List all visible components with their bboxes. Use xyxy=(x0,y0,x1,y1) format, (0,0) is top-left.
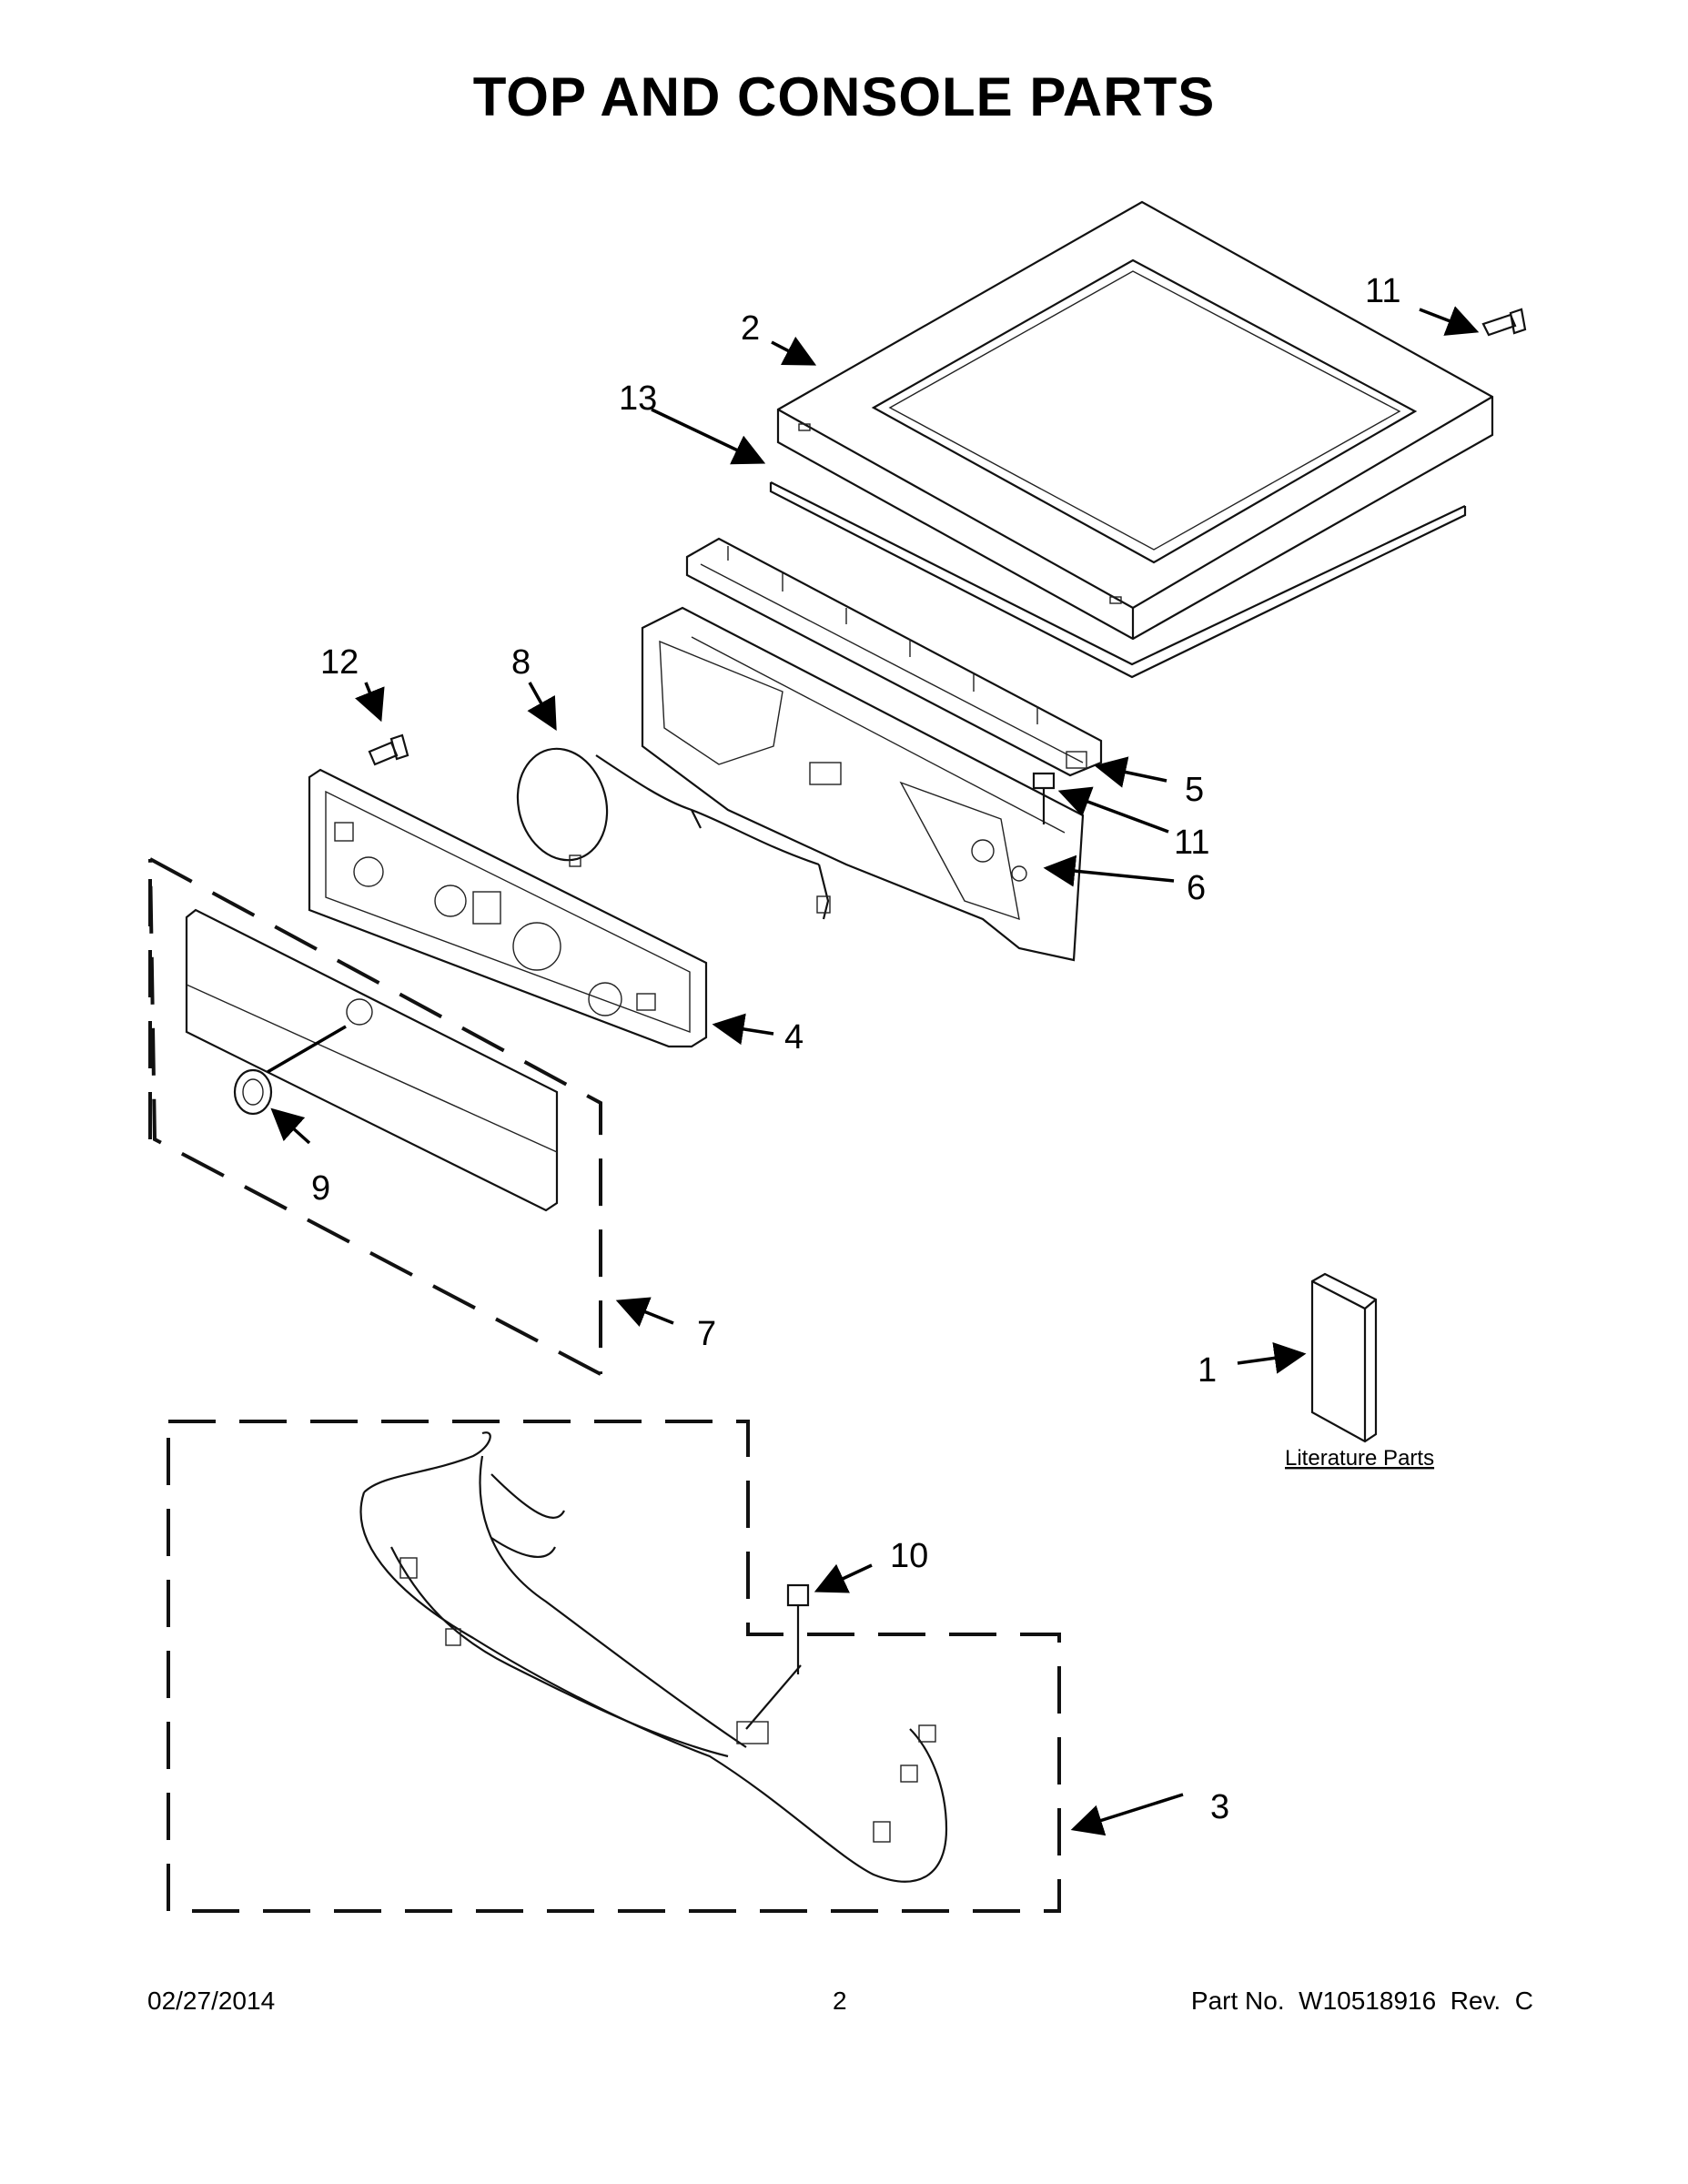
console-overlay-group xyxy=(148,857,602,1376)
callout-13: 13 xyxy=(619,379,657,418)
console-wire-harness xyxy=(516,747,831,920)
console-frame xyxy=(308,768,708,1048)
footer-date: 02/27/2014 xyxy=(147,1987,276,2015)
callout-8: 8 xyxy=(511,643,531,682)
literature-booklet xyxy=(1310,1272,1378,1443)
callout-12: 12 xyxy=(320,643,359,682)
footer-part-number: Part No. W10518916 Rev. C xyxy=(1190,1987,1533,2015)
screw-10 xyxy=(786,1583,810,1674)
leader-arrows xyxy=(267,306,1480,1836)
top-insulation xyxy=(769,481,1467,679)
callout-3: 3 xyxy=(1210,1788,1229,1826)
console-bracket xyxy=(685,537,1103,777)
callout-labels: 2 13 11 5 11 6 4 12 8 9 7 10 3 1 Literat… xyxy=(311,272,1434,1826)
callout-11-top: 11 xyxy=(1365,272,1400,310)
callout-1: 1 xyxy=(1198,1351,1217,1390)
console-back-panel xyxy=(641,606,1085,962)
callout-2: 2 xyxy=(741,309,760,348)
callout-9: 9 xyxy=(311,1169,330,1208)
literature-parts-label: Literature Parts xyxy=(1285,1446,1434,1471)
callout-6: 6 xyxy=(1187,869,1206,907)
callout-4: 4 xyxy=(784,1018,804,1057)
screw-11-top xyxy=(1481,308,1527,337)
screw-11-bracket xyxy=(1032,772,1056,824)
callout-10: 10 xyxy=(890,1537,928,1575)
callout-7: 7 xyxy=(697,1315,716,1353)
footer-page-number: 2 xyxy=(833,1987,847,2015)
callout-5: 5 xyxy=(1185,771,1204,809)
top-panel xyxy=(776,200,1494,641)
screw-12 xyxy=(368,733,409,766)
page-title: TOP AND CONSOLE PARTS xyxy=(472,66,1216,127)
main-harness-group xyxy=(167,1420,1061,1913)
callout-11-bracket: 11 xyxy=(1174,824,1209,862)
